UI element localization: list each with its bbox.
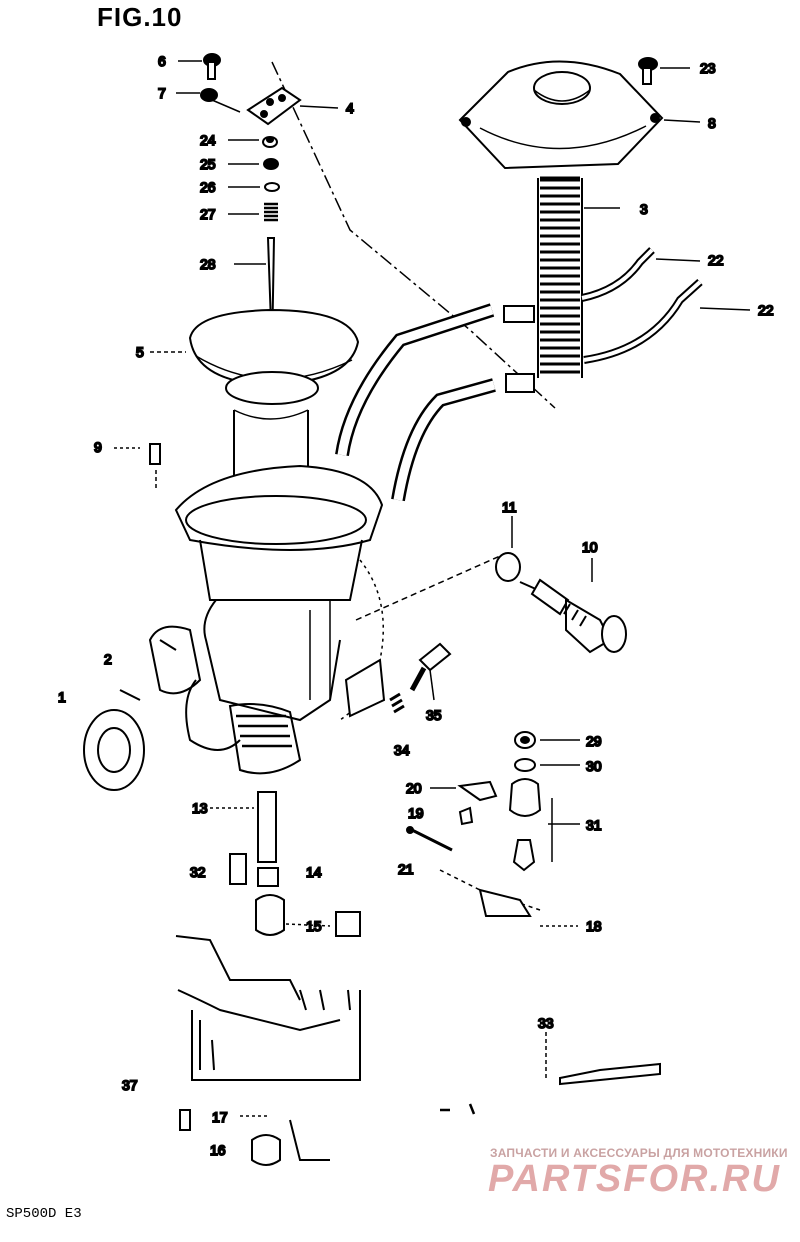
float-pin-parts-19-21 — [406, 780, 498, 852]
spring-coils — [537, 178, 583, 378]
callout-9: 9 — [94, 439, 102, 455]
float-bowl — [175, 935, 476, 1166]
callout-37: 37 — [122, 1077, 138, 1093]
screw-6 — [178, 53, 221, 80]
callout-32: 32 — [190, 864, 206, 880]
model-code: SP500D E3 — [6, 1206, 82, 1222]
callout-35: 35 — [426, 707, 442, 723]
screw-9 — [114, 443, 161, 490]
callout-10: 10 — [582, 539, 598, 555]
callout-11: 11 — [502, 499, 517, 515]
vent-hoses-22 — [335, 247, 751, 502]
callout-31: 31 — [586, 817, 602, 833]
retainer-plate-4 — [246, 86, 339, 126]
float-valve-parts-29-31 — [508, 731, 580, 872]
jets-13-15 — [210, 791, 361, 937]
needle-parts-24-27 — [228, 136, 280, 222]
callout-18: 18 — [586, 918, 602, 934]
callout-22b: 22 — [758, 302, 774, 318]
callout-26: 26 — [200, 179, 216, 195]
callout-22a: 22 — [708, 252, 724, 268]
callout-30: 30 — [586, 758, 602, 774]
callout-13: 13 — [192, 800, 208, 816]
callout-17: 17 — [212, 1109, 228, 1125]
callout-5: 5 — [136, 344, 144, 360]
figure-title: FIG.10 — [97, 2, 183, 32]
callout-1: 1 — [58, 689, 66, 705]
assembly-centerline — [271, 61, 556, 409]
callout-8: 8 — [708, 115, 716, 131]
callout-28: 28 — [200, 256, 216, 272]
callout-20: 20 — [406, 780, 422, 796]
o-ring-11 — [495, 516, 521, 582]
starter-valve-10 — [519, 558, 627, 654]
callout-23: 23 — [700, 60, 716, 76]
callout-33: 33 — [538, 1015, 554, 1031]
callout-6: 6 — [158, 53, 166, 69]
drain-pipe-33 — [545, 1032, 661, 1086]
watermark-logo: PARTSFOR.RU — [488, 1158, 781, 1200]
float-18 — [439, 869, 578, 927]
callout-4: 4 — [346, 100, 354, 116]
watermark-tagline: ЗАПЧАСТИ И АКСЕССУАРЫ ДЛЯ МОТОТЕХНИКИ — [490, 1146, 788, 1160]
callout-29: 29 — [586, 733, 602, 749]
callout-25: 25 — [200, 156, 216, 172]
callout-14: 14 — [306, 864, 322, 880]
callout-2: 2 — [104, 651, 112, 667]
callout-3: 3 — [640, 201, 648, 217]
callout-34: 34 — [394, 742, 410, 758]
callout-16: 16 — [210, 1142, 226, 1158]
screw-35 — [389, 642, 452, 714]
top-cover-8 — [458, 60, 701, 170]
callout-24: 24 — [200, 132, 216, 148]
callout-21: 21 — [398, 861, 414, 877]
callout-27: 27 — [200, 206, 216, 222]
washer-7 — [176, 88, 241, 113]
carburetor-body — [83, 464, 386, 791]
screw-23 — [638, 57, 690, 85]
callout-7: 7 — [158, 85, 166, 101]
callout-15: 15 — [306, 918, 322, 934]
callout-19: 19 — [408, 805, 424, 821]
